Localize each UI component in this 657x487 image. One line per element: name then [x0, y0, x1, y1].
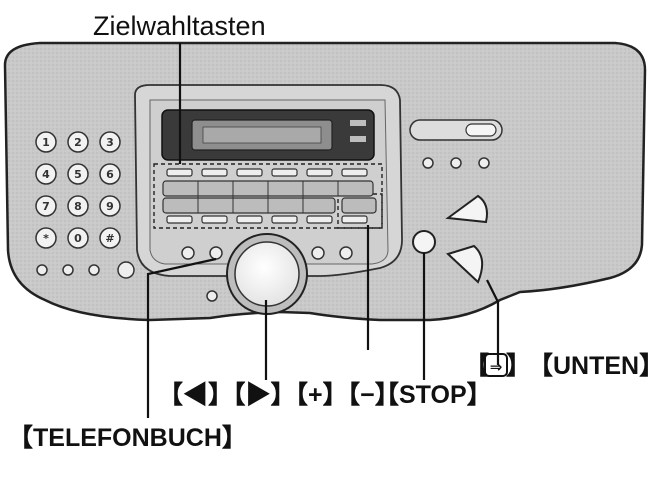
keypad-key-star: * — [35, 227, 57, 249]
svg-text:3: 3 — [106, 136, 114, 149]
svg-text:⇒: ⇒ — [490, 358, 503, 376]
keypad-key-2: 2 — [67, 131, 89, 153]
speed-dial-main-keys[interactable] — [162, 180, 377, 214]
phonebook-button — [209, 246, 223, 260]
keypad-key-6: 6 — [99, 163, 121, 185]
keypad-key-0: 0 — [67, 227, 89, 249]
svg-text:4: 4 — [42, 168, 50, 181]
keypad-key-7: 7 — [35, 195, 57, 217]
dial-keypad[interactable]: 1 2 3 4 5 6 7 8 9 * 0 # — [35, 131, 121, 249]
down-button — [446, 244, 484, 284]
phonebook-key-label: 【TELEFONBUCH】 — [8, 424, 247, 452]
function-buttons-left[interactable] — [36, 261, 135, 279]
keypad-key-hash: # — [99, 227, 121, 249]
svg-text:5: 5 — [74, 168, 82, 181]
svg-text:6: 6 — [106, 168, 114, 181]
svg-text:】: 】 — [506, 352, 531, 380]
navigation-keys-label: 【◀】【▶】【+】【−】 — [158, 381, 400, 409]
stop-key-label: 【STOP】 — [374, 381, 492, 409]
start-down-label: 【 ⇒ 】 【UNTEN】 — [464, 352, 657, 380]
svg-text:7: 7 — [42, 200, 50, 213]
keypad-key-1: 1 — [35, 131, 57, 153]
stop-button — [412, 230, 436, 254]
speed-dial-bottom-row[interactable] — [166, 215, 368, 224]
right-controls[interactable] — [409, 119, 503, 284]
speed-dial-keys-label: Zielwahltasten — [93, 11, 266, 41]
svg-text:1: 1 — [42, 136, 50, 149]
svg-text:2: 2 — [74, 136, 82, 149]
keypad-key-3: 3 — [99, 131, 121, 153]
svg-text:9: 9 — [106, 200, 114, 213]
leader-lines — [146, 43, 500, 418]
start-button — [445, 194, 488, 224]
keypad-key-5: 5 — [67, 163, 89, 185]
keypad-key-9: 9 — [99, 195, 121, 217]
keypad-key-8: 8 — [67, 195, 89, 217]
svg-text:【UNTEN】: 【UNTEN】 — [528, 352, 657, 380]
speed-dial-top-row[interactable] — [166, 168, 368, 177]
svg-text:*: * — [43, 232, 49, 245]
keypad-key-4: 4 — [35, 163, 57, 185]
direct-send-icon — [484, 353, 508, 377]
svg-text:#: # — [105, 232, 114, 245]
svg-text:8: 8 — [74, 200, 82, 213]
lcd-display — [161, 109, 375, 161]
svg-text:0: 0 — [74, 232, 82, 245]
